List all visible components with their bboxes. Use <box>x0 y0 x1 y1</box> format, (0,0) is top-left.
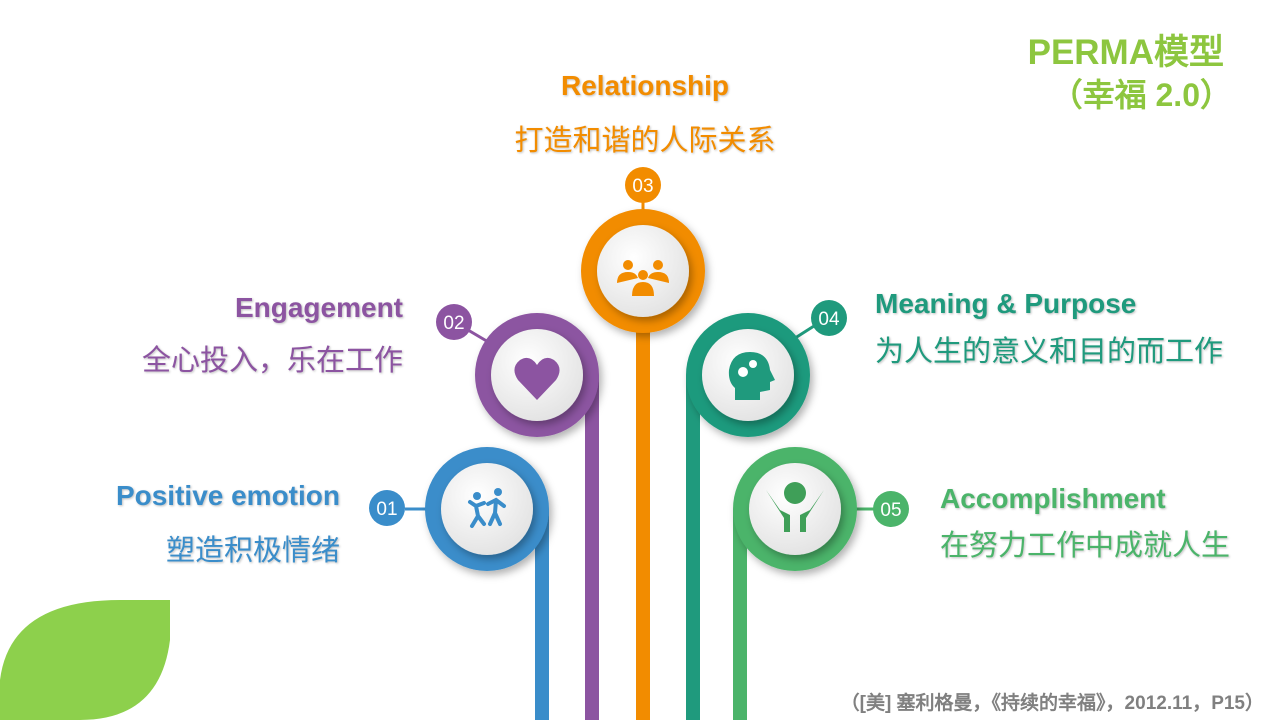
stem-03 <box>636 300 650 720</box>
hands-globe-icon <box>766 482 824 532</box>
meaning-subtitle: 为人生的意义和目的而工作 <box>875 336 1224 368</box>
stem-05 <box>733 509 747 720</box>
svg-text:05: 05 <box>880 500 901 521</box>
meaning-title: Meaning & Purpose <box>875 288 1137 319</box>
stem-04 <box>686 375 700 720</box>
svg-text:02: 02 <box>443 313 464 334</box>
badge-05: 05 <box>873 491 909 527</box>
accomplishment-subtitle: 在努力工作中成就人生 <box>940 530 1231 562</box>
positive-emotion-subtitle: 塑造积极情绪 <box>165 535 340 567</box>
badge-03: 03 <box>625 167 661 203</box>
svg-text:03: 03 <box>632 176 653 197</box>
title-line2: （幸福 2.0） <box>1050 77 1232 113</box>
citation: （[美] 塞利格曼，《持续的幸福》，2012.11，P15） <box>840 693 1264 714</box>
dancing-people-icon <box>468 488 506 528</box>
green-leaf-decoration <box>0 600 170 720</box>
svg-text:04: 04 <box>818 309 840 330</box>
ring-01 <box>425 447 549 571</box>
badge-01: 01 <box>369 490 405 526</box>
head-gears-icon <box>728 352 775 400</box>
relationship-title: Relationship <box>560 70 729 101</box>
badge-04: 04 <box>811 300 847 336</box>
heart-icon <box>514 357 560 400</box>
stem-01 <box>535 509 549 720</box>
relationship-subtitle: 打造和谐的人际关系 <box>514 125 776 157</box>
ring-05 <box>733 447 857 571</box>
engagement-subtitle: 全心投入，乐在工作 <box>141 345 403 377</box>
positive-emotion-title: Positive emotion <box>115 480 340 511</box>
engagement-title: Engagement <box>234 292 403 323</box>
people-group-icon <box>617 260 669 296</box>
title-line1: PERMA模型 <box>1027 33 1224 72</box>
svg-text:01: 01 <box>376 499 397 520</box>
stem-02 <box>585 375 599 720</box>
badge-02: 02 <box>436 304 472 340</box>
accomplishment-title: Accomplishment <box>940 483 1166 514</box>
